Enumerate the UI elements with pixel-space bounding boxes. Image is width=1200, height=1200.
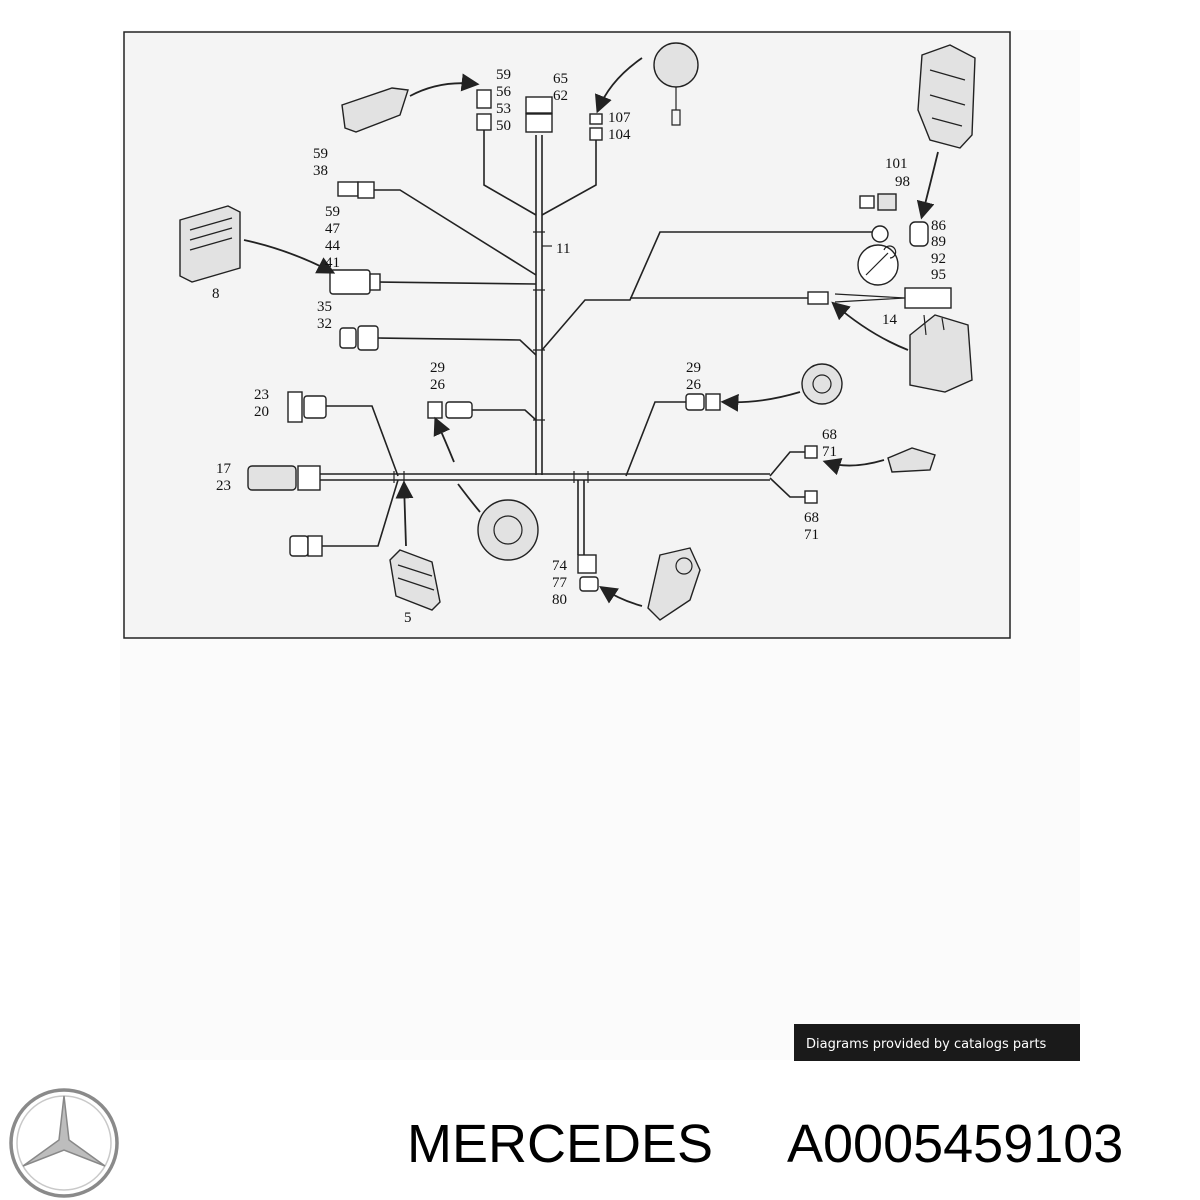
- label-29-right: 29: [686, 360, 701, 376]
- label-59-47-3: 44: [325, 238, 341, 254]
- label-98: 98: [895, 174, 910, 190]
- label-107: 107: [608, 110, 631, 126]
- connector-68-bottom: [804, 490, 818, 504]
- door-lock-component: [917, 44, 976, 149]
- connector-14-b: [904, 287, 952, 309]
- callout-labels: 59 56 53 50 65 62 107 104 59 38 101 98 8…: [212, 67, 947, 626]
- label-59-56-3: 53: [496, 101, 511, 117]
- connector-32: [357, 325, 379, 351]
- connector-lower-left-a: [289, 535, 309, 557]
- label-32: 32: [317, 316, 332, 332]
- connector-35: [339, 327, 357, 349]
- label-17: 17: [216, 461, 232, 477]
- connector-14-a: [807, 291, 829, 305]
- label-59-38-1: 59: [313, 146, 328, 162]
- mirror-motor-component: [653, 42, 699, 88]
- pointer-arrows: [243, 57, 939, 607]
- connector-101: [859, 195, 875, 209]
- label-77: 77: [552, 575, 568, 591]
- connector-26-right: [705, 393, 721, 411]
- label-35: 35: [317, 299, 332, 315]
- label-68-bottom: 68: [804, 510, 819, 526]
- label-59-56-1: 59: [496, 67, 511, 83]
- connector-26-left: [445, 401, 473, 419]
- connector-53-50: [476, 113, 492, 131]
- label-8: 8: [212, 286, 220, 302]
- label-80: 80: [552, 592, 567, 608]
- label-65: 65: [553, 71, 568, 87]
- connector-68-top: [804, 445, 818, 459]
- window-motor-component: [647, 547, 701, 621]
- brand-name: MERCEDES: [407, 1114, 713, 1174]
- connector-77: [579, 576, 599, 592]
- label-68-top: 68: [822, 427, 837, 443]
- label-62: 62: [553, 88, 568, 104]
- part-number: A0005459103: [787, 1114, 1123, 1174]
- label-59-47-4: 41: [325, 255, 340, 271]
- connector-17: [247, 465, 297, 491]
- connector-62: [525, 113, 553, 133]
- connector-29-left: [427, 401, 443, 419]
- connector-59-56: [476, 89, 492, 109]
- connector-20: [303, 395, 327, 419]
- label-92: 92: [931, 251, 946, 267]
- label-59-38-2: 38: [313, 163, 328, 179]
- label-23: 23: [254, 387, 269, 403]
- connector-86-left: [871, 225, 889, 243]
- connector-86: [909, 221, 929, 247]
- wiring-harness: [320, 130, 872, 555]
- components: [179, 42, 976, 621]
- label-71-top: 71: [822, 444, 837, 460]
- connectors: [247, 89, 952, 592]
- speaker-right-component: [801, 363, 843, 405]
- label-59-47-2: 47: [325, 221, 341, 237]
- connector-59-47-cap: [369, 273, 381, 291]
- label-89: 89: [931, 234, 946, 250]
- connector-59-38-a: [337, 181, 359, 197]
- credit-badge: Diagrams provided by catalogs parts: [794, 1024, 1080, 1061]
- label-86: 86: [931, 218, 947, 234]
- label-104: 104: [608, 127, 631, 143]
- label-26-left: 26: [430, 377, 446, 393]
- connector-65: [525, 96, 553, 114]
- label-95: 95: [931, 267, 946, 283]
- label-71-bottom: 71: [804, 527, 819, 543]
- connector-59-47: [329, 269, 371, 295]
- label-74: 74: [552, 558, 568, 574]
- grommet-5: [389, 549, 441, 611]
- connector-59-38-b: [357, 181, 375, 199]
- connector-107: [589, 113, 603, 125]
- label-59-56-4: 50: [496, 118, 511, 134]
- connector-23-b: [297, 465, 321, 491]
- label-59-47-1: 59: [325, 204, 340, 220]
- label-14: 14: [882, 312, 898, 328]
- diagram-frame: [123, 31, 1011, 639]
- label-11: 11: [556, 241, 570, 257]
- mirror-component: [341, 87, 409, 133]
- mercedes-star-logo: [9, 1088, 119, 1198]
- label-59-56-2: 56: [496, 84, 512, 100]
- connector-lower-left-b: [307, 535, 323, 557]
- label-26-right: 26: [686, 377, 702, 393]
- label-5: 5: [404, 610, 412, 626]
- label-23-b: 23: [216, 478, 231, 494]
- connector-23: [287, 391, 303, 423]
- connector-74: [577, 554, 597, 574]
- credit-text: Diagrams provided by catalogs parts: [806, 1037, 1047, 1052]
- door-handle-component: [887, 447, 936, 473]
- label-29-left: 29: [430, 360, 445, 376]
- speaker-bottom-component: [477, 499, 539, 561]
- connector-98: [877, 193, 897, 211]
- connector-104: [589, 127, 603, 141]
- connector-29-right: [685, 393, 705, 411]
- label-101: 101: [885, 156, 908, 172]
- wrench-icon: [857, 244, 899, 286]
- label-20: 20: [254, 404, 269, 420]
